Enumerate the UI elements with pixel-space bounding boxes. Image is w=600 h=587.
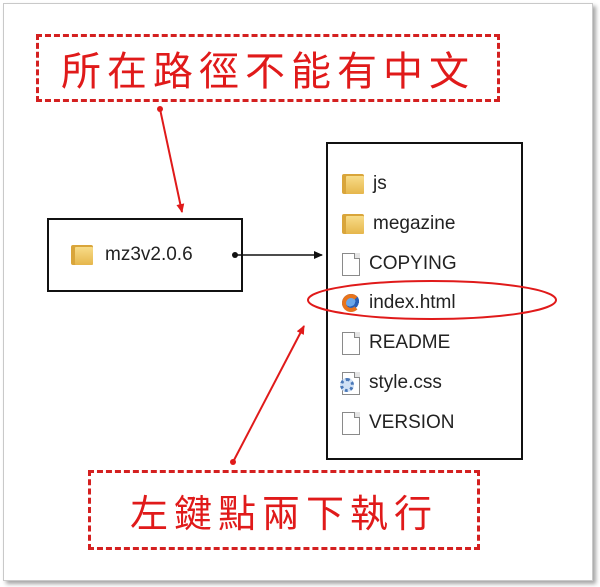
list-item-readme[interactable]: README: [342, 325, 450, 361]
list-item-megazine[interactable]: megazine: [342, 206, 455, 242]
list-item-index-html[interactable]: index.html: [342, 285, 456, 321]
list-item-js[interactable]: js: [342, 166, 387, 202]
path-note-callout: 所在路徑不能有中文: [36, 34, 500, 102]
arrow-to-index-html: [232, 325, 305, 463]
folder-icon: [342, 174, 364, 194]
list-item-label: README: [369, 332, 451, 353]
list-item-label: COPYING: [369, 253, 457, 274]
file-icon: [342, 252, 360, 276]
index-html-highlight-ellipse: [307, 280, 557, 320]
list-item-copying[interactable]: COPYING: [342, 246, 457, 282]
folder-contents-box: js megazine COPYING index.html README st…: [326, 142, 523, 460]
double-click-callout: 左鍵點兩下執行: [88, 470, 480, 550]
arrow-to-source-folder: [159, 108, 185, 213]
css-file-icon: [340, 371, 360, 395]
list-item-label: VERSION: [369, 412, 455, 433]
folder-icon: [342, 214, 364, 234]
list-item-label: js: [373, 173, 387, 194]
list-item-version[interactable]: VERSION: [342, 405, 455, 441]
list-item-label: style.css: [369, 372, 442, 393]
firefox-icon: [342, 294, 360, 312]
folder-icon: [71, 245, 93, 265]
source-folder-name[interactable]: mz3v2.0.6: [105, 244, 193, 265]
file-icon: [342, 411, 360, 435]
file-icon: [342, 331, 360, 355]
list-item-style-css[interactable]: style.css: [340, 365, 442, 401]
connector-dot: [232, 252, 238, 258]
list-item-label: index.html: [369, 292, 456, 313]
list-item-label: megazine: [373, 213, 456, 234]
source-folder-box: mz3v2.0.6: [47, 218, 243, 292]
